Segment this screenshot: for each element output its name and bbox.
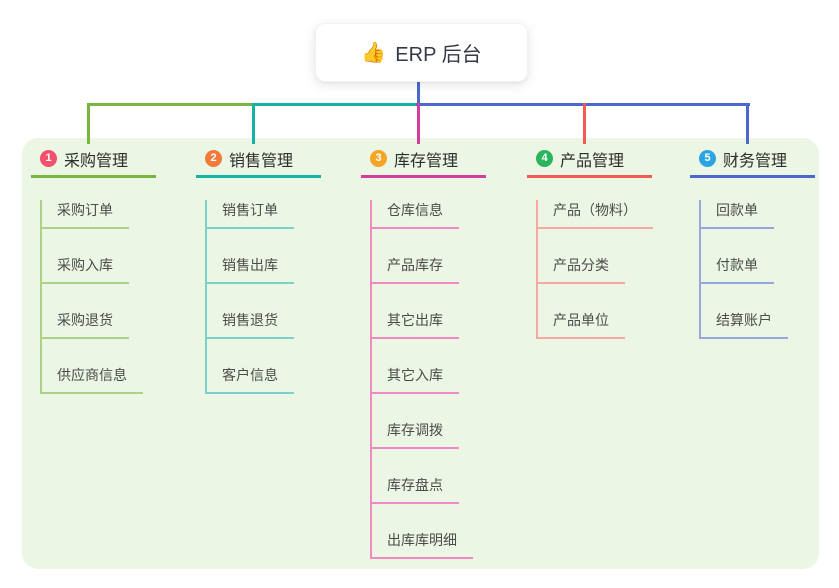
branch-title-label: 库存管理 <box>394 152 459 170</box>
branch-库存管理: 3 库存管理 仓库信息产品库存其它出库其它入库库存调拨库存盘点出库库明细 <box>361 103 486 559</box>
branch-销售管理: 2 销售管理 销售订单销售出库销售退货客户信息 <box>196 103 321 394</box>
branch-title[interactable]: 3 库存管理 <box>361 148 486 178</box>
branch-connector-line <box>583 103 586 144</box>
branch-title-label: 销售管理 <box>229 152 294 170</box>
child-node[interactable]: 销售出库 <box>207 255 294 284</box>
branch-number-badge: 3 <box>370 150 387 167</box>
branch-connector-line <box>252 103 255 144</box>
branch-children: 产品（物料） 产品分类产品单位 <box>536 200 653 339</box>
child-node[interactable]: 出库库明细 <box>372 530 473 559</box>
branch-number-badge: 1 <box>40 150 57 167</box>
child-node[interactable]: 销售退货 <box>207 310 294 339</box>
child-node[interactable]: 产品库存 <box>372 255 459 284</box>
branch-采购管理: 1 采购管理 采购订单采购入库采购退货供应商信息 <box>31 103 156 394</box>
branch-title-label: 产品管理 <box>560 152 625 170</box>
child-node[interactable]: 付款单 <box>701 255 774 284</box>
child-node[interactable]: 产品（物料） <box>538 200 653 229</box>
branch-财务管理: 5 财务管理 回款单付款单结算账户 <box>690 103 815 339</box>
root-connector-line <box>417 82 420 106</box>
branch-children: 回款单付款单结算账户 <box>699 200 815 339</box>
branch-connector-line <box>746 103 749 144</box>
branch-title[interactable]: 2 销售管理 <box>196 148 321 178</box>
bus-segment-middle <box>252 103 418 106</box>
child-node[interactable]: 供应商信息 <box>42 365 143 394</box>
child-node[interactable]: 销售订单 <box>207 200 294 229</box>
branch-title-label: 采购管理 <box>64 152 129 170</box>
branch-title[interactable]: 1 采购管理 <box>31 148 156 178</box>
child-node[interactable]: 产品单位 <box>538 310 625 339</box>
child-node[interactable]: 结算账户 <box>701 310 788 339</box>
branch-connector-line <box>417 103 420 144</box>
branch-children: 仓库信息产品库存其它出库其它入库库存调拨库存盘点出库库明细 <box>370 200 486 559</box>
child-node[interactable]: 客户信息 <box>207 365 294 394</box>
thumbs-up-icon: 👍 <box>361 41 387 64</box>
branch-connector-line <box>87 103 90 144</box>
branch-children: 采购订单采购入库采购退货供应商信息 <box>40 200 156 394</box>
branch-children: 销售订单销售出库销售退货客户信息 <box>205 200 321 394</box>
child-node[interactable]: 回款单 <box>701 200 774 229</box>
root-node[interactable]: 👍 ERP 后台 <box>315 23 528 82</box>
child-node[interactable]: 采购入库 <box>42 255 129 284</box>
branch-title-label: 财务管理 <box>723 152 788 170</box>
child-node[interactable]: 采购订单 <box>42 200 129 229</box>
child-node[interactable]: 其它出库 <box>372 310 459 339</box>
child-node[interactable]: 库存调拨 <box>372 420 459 449</box>
child-node[interactable]: 产品分类 <box>538 255 625 284</box>
child-node[interactable]: 采购退货 <box>42 310 129 339</box>
background-panel <box>22 138 819 569</box>
child-node[interactable]: 其它入库 <box>372 365 459 394</box>
branch-title[interactable]: 5 财务管理 <box>690 148 815 178</box>
child-node[interactable]: 库存盘点 <box>372 475 459 504</box>
branch-title[interactable]: 4 产品管理 <box>527 148 652 178</box>
child-node[interactable]: 仓库信息 <box>372 200 459 229</box>
root-node-label: ERP 后台 <box>395 44 482 66</box>
branch-number-badge: 2 <box>205 150 222 167</box>
bus-segment-left <box>87 103 254 106</box>
branch-number-badge: 4 <box>536 150 553 167</box>
branch-number-badge: 5 <box>699 150 716 167</box>
branch-产品管理: 4 产品管理 产品（物料） 产品分类产品单位 <box>527 103 653 339</box>
